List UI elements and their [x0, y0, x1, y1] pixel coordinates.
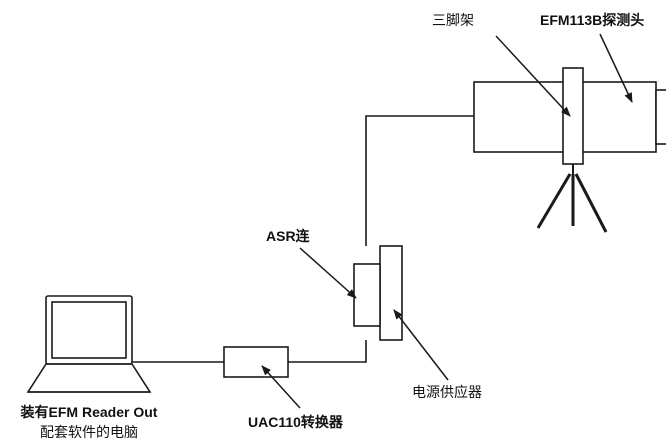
pointer-arrows	[261, 33, 633, 409]
probe-label: EFM113B探测头	[540, 12, 645, 28]
laptop-screen	[45, 295, 133, 365]
probe-arrow	[599, 33, 633, 103]
laptop-base	[26, 363, 152, 393]
tripod-arrow	[495, 35, 571, 117]
probe-end-cap	[655, 89, 666, 145]
tripod-leg-right	[574, 173, 608, 233]
tripod-leg-left	[536, 173, 572, 229]
cable-converter-to-supply	[288, 340, 367, 363]
computer-label-line1: 装有EFM Reader Out	[20, 404, 158, 420]
converter-arrow	[261, 365, 301, 409]
power-supply-label: 电源供应器	[412, 384, 482, 400]
converter-label: UAC110转换器	[248, 414, 343, 430]
asr-arrow	[299, 247, 357, 299]
power-supply-box	[379, 245, 403, 341]
cables	[132, 115, 474, 363]
asr-connector-box	[353, 263, 381, 327]
tripod	[536, 67, 608, 233]
computer-label-line2: 配套软件的电脑	[40, 424, 138, 440]
uac110-converter-box	[223, 346, 289, 378]
laptop-screen-inner	[51, 301, 127, 359]
laptop-computer	[26, 295, 152, 393]
tripod-label: 三脚架	[432, 12, 474, 28]
asr-label: ASR连	[266, 228, 310, 244]
power-supply-arrow	[393, 309, 449, 381]
tripod-mount-post	[562, 67, 584, 165]
cable-supply-to-probe	[365, 115, 474, 246]
